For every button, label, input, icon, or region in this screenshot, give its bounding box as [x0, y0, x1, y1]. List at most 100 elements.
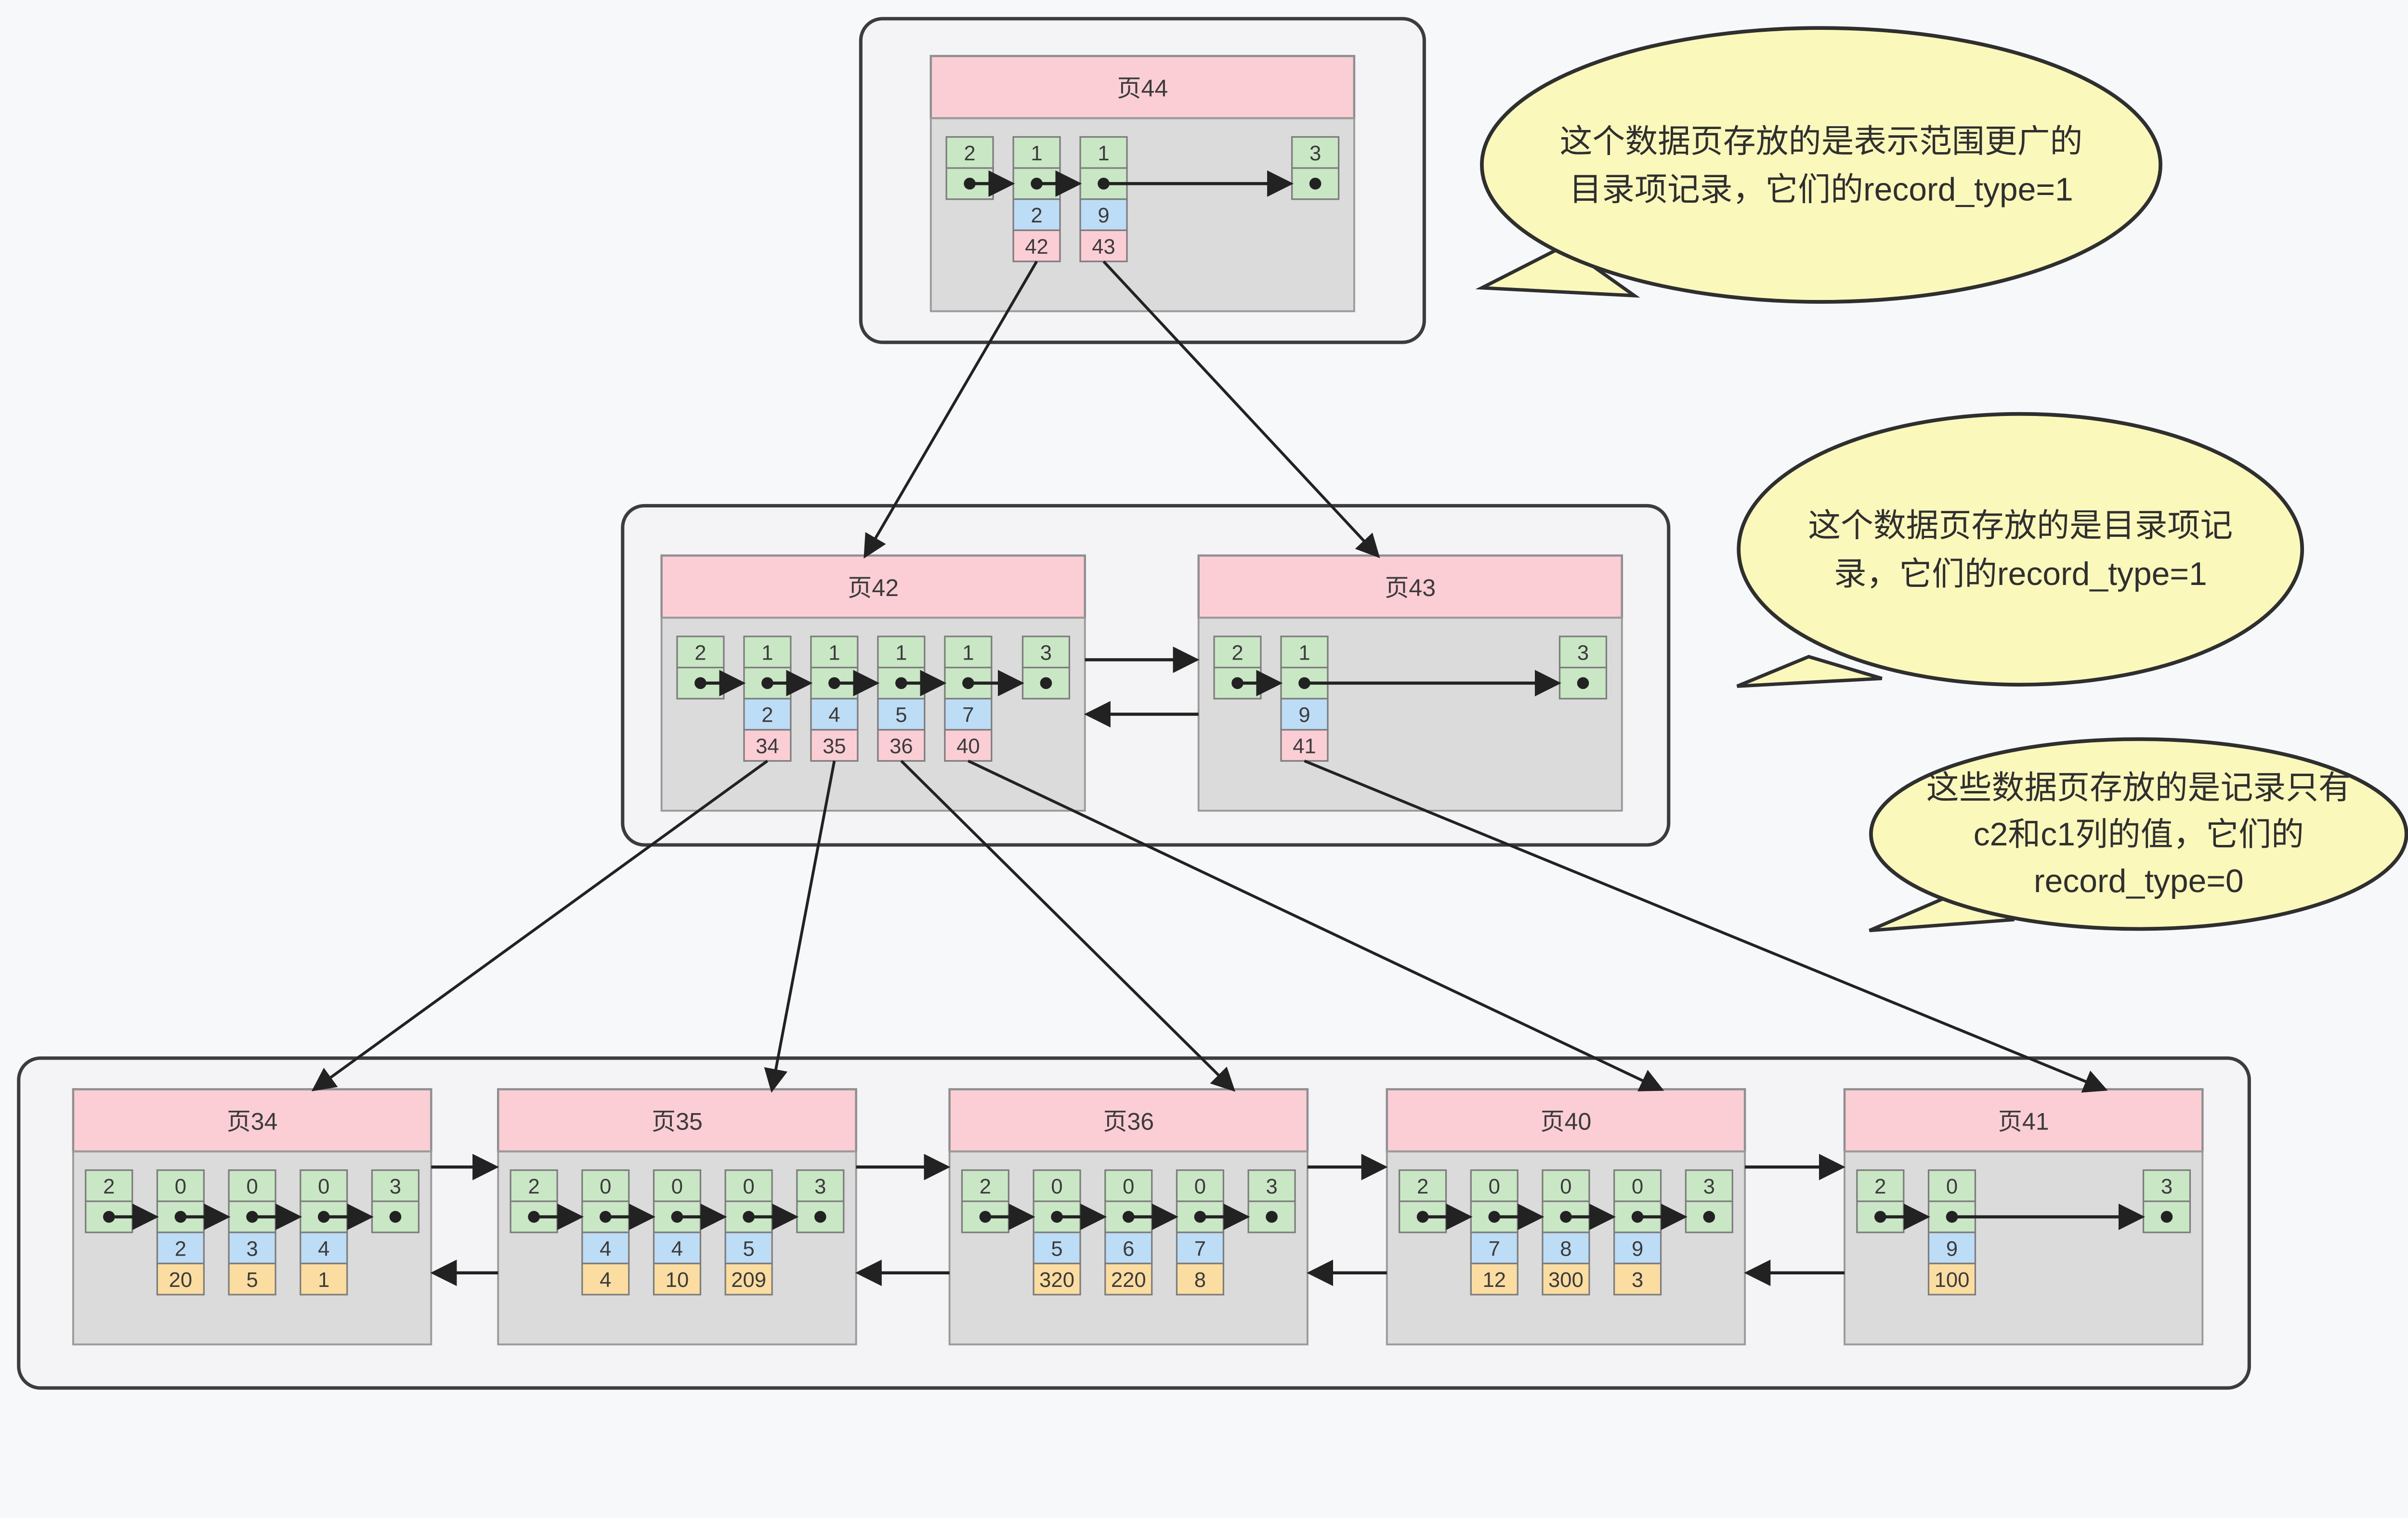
page43-title: 页43 [1385, 574, 1436, 601]
record-key-value: 9 [1632, 1237, 1643, 1260]
record-type-cell [724, 1169, 773, 1202]
record-key-value: 4 [671, 1237, 683, 1260]
record-key-cell [944, 698, 993, 731]
record-value-cell [228, 1262, 276, 1296]
child-page-pointer-arrow [864, 260, 1038, 559]
callout-text-line: 这些数据页存放的是记录只有 [1926, 770, 2351, 806]
record-type-cell [810, 636, 859, 669]
record-key-cell [1033, 1232, 1081, 1265]
page44-body [929, 117, 1355, 312]
record-value-cell [581, 1262, 630, 1296]
record-type-cell [1033, 1169, 1081, 1202]
record-key-cell [300, 1232, 348, 1265]
page44-record-0: 2 [945, 136, 994, 200]
page43-header [1197, 554, 1623, 619]
record-pointer-dot [761, 677, 773, 689]
record-key-cell [1613, 1232, 1662, 1265]
page40-record-4: 3 [1685, 1169, 1733, 1233]
record-pointer-dot [1231, 677, 1243, 689]
page36-record-3: 078 [1176, 1169, 1225, 1296]
record-type-value: 1 [761, 641, 773, 664]
record-value-cell [1470, 1262, 1518, 1296]
page42-body [660, 617, 1086, 812]
record-type-cell [1856, 1169, 1905, 1202]
record-key-cell [1927, 1232, 1976, 1265]
record-child-page-number: 35 [823, 735, 846, 758]
record-type-cell [228, 1169, 276, 1202]
page40-record-3: 0 9 3 [1613, 1169, 1662, 1296]
record-key-value: 5 [743, 1237, 754, 1260]
record-value-cell [1176, 1262, 1225, 1296]
record-pointer-dot [962, 677, 974, 689]
callout-tail [1475, 244, 1640, 298]
callout-text-line: 录，它们的record_type=1 [1834, 556, 2207, 592]
record-type-cell [1685, 1169, 1733, 1202]
record-type-value: 0 [1051, 1175, 1062, 1198]
page40-title: 页40 [1541, 1108, 1592, 1135]
record-key-cell [1079, 198, 1128, 231]
child-page-pointer-arrow [900, 760, 1236, 1092]
record-pointer-cell [1685, 1200, 1733, 1233]
record-key-value: 7 [1489, 1237, 1500, 1260]
record-value-cell [1104, 1262, 1153, 1296]
record-type-value: 0 [1632, 1175, 1643, 1198]
record-value-cell [653, 1262, 702, 1296]
page41-header [1843, 1088, 2204, 1153]
record-type-cell [1247, 1169, 1296, 1202]
record-type-cell [1104, 1169, 1153, 1202]
record-pointer-dot [1309, 178, 1322, 190]
record-type-value: 0 [318, 1175, 329, 1198]
record-value-cell [1033, 1262, 1081, 1296]
record-pointer-dot [671, 1211, 683, 1223]
record-type-cell [510, 1169, 558, 1202]
record-pointer-dot [389, 1211, 402, 1223]
record-child-page-number: 43 [1092, 235, 1115, 259]
page41-record-0: 2 [1856, 1169, 1905, 1233]
record-type-cell [1558, 636, 1608, 669]
record-type-value: 3 [2161, 1175, 2172, 1198]
record-type-cell [1021, 636, 1071, 669]
page35-record-4: 3 [796, 1169, 845, 1233]
record-type-cell [743, 636, 792, 669]
record-type-value: 2 [694, 641, 706, 664]
page44-record-3: 3 [1291, 136, 1340, 200]
record-child-page-number: 42 [1025, 235, 1048, 259]
record-pointer-dot [964, 178, 976, 190]
record-key-cell [653, 1232, 702, 1265]
record-pointer-dot [174, 1211, 187, 1223]
record-value-cell [1927, 1262, 1976, 1296]
record-pointer-dot [828, 677, 840, 689]
record-type-cell [1470, 1169, 1518, 1202]
child-page-pointer-arrow [764, 760, 836, 1093]
record-key-value: 6 [1123, 1237, 1134, 1260]
record-pointer-dot [1298, 677, 1310, 689]
record-type-value: 0 [671, 1175, 683, 1198]
page42-header [660, 554, 1086, 619]
callout-bubble [1480, 26, 2162, 304]
page42-record-5: 3 [1021, 636, 1071, 700]
record-pointer-dot [1874, 1211, 1886, 1223]
record-key-value: 2 [761, 704, 773, 727]
record-type-value: 3 [1040, 641, 1052, 664]
record-key-cell [581, 1232, 630, 1265]
record-type-cell [371, 1169, 420, 1202]
record-type-value: 2 [980, 1175, 991, 1198]
callout-text-line: 这个数据页存放的是目录项记 [1808, 508, 2233, 544]
record-key-value: 8 [1560, 1237, 1571, 1260]
record-type-value: 1 [1031, 142, 1042, 165]
record-pointer-dot [743, 1211, 755, 1223]
record-key-value: 9 [1946, 1237, 1958, 1260]
record-c1-value: 3 [1632, 1269, 1643, 1292]
record-key-value: 5 [1051, 1237, 1062, 1260]
